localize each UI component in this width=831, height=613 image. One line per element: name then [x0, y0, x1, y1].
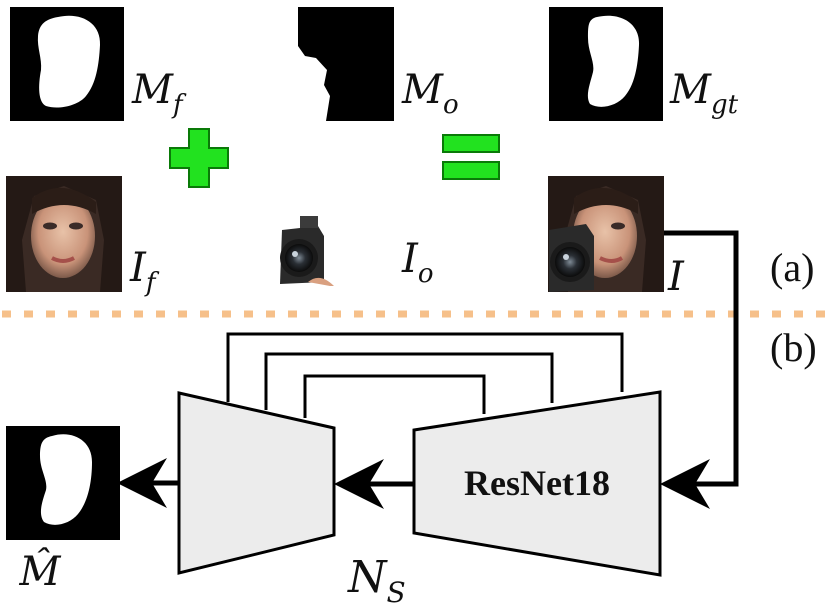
- ground-truth-mask-shape: [587, 15, 640, 107]
- ground-truth-mask-image: [549, 7, 663, 121]
- composite-image: [548, 176, 664, 292]
- occluder-mask-image: [281, 7, 394, 121]
- network-name-label: NS: [347, 552, 406, 609]
- face-image: [6, 176, 122, 292]
- composite-image-label: I: [667, 254, 685, 300]
- predicted-mask-label: M̂: [19, 549, 62, 595]
- face-mask-shape: [37, 15, 101, 108]
- encoder-block: [412, 390, 662, 577]
- occluder-mask-label: Mo: [401, 67, 459, 120]
- panel-b-label: (b): [770, 325, 817, 370]
- skip-connection-outer: [226, 332, 624, 402]
- plus-icon: [169, 128, 229, 188]
- predicted-mask-image: [6, 426, 120, 540]
- face-image-label: If: [129, 245, 160, 298]
- encoder-label: ResNet18: [464, 463, 610, 503]
- input-arrow: [660, 230, 739, 509]
- panel-a-label: (a): [770, 245, 814, 290]
- face-mask-image: [10, 7, 124, 121]
- occluder-mask-shape: [281, 7, 330, 121]
- ground-truth-mask-label: Mgt: [669, 67, 739, 120]
- camera-occluder-image: [278, 214, 334, 286]
- skip-connection-inner: [303, 374, 486, 418]
- skip-connection-middle: [264, 352, 554, 410]
- decoder-block: [177, 391, 336, 575]
- predicted-mask-shape: [40, 434, 92, 525]
- equals-icon: [442, 134, 500, 180]
- occluder-image-label: Io: [401, 236, 433, 289]
- face-mask-label: Mf: [131, 67, 187, 120]
